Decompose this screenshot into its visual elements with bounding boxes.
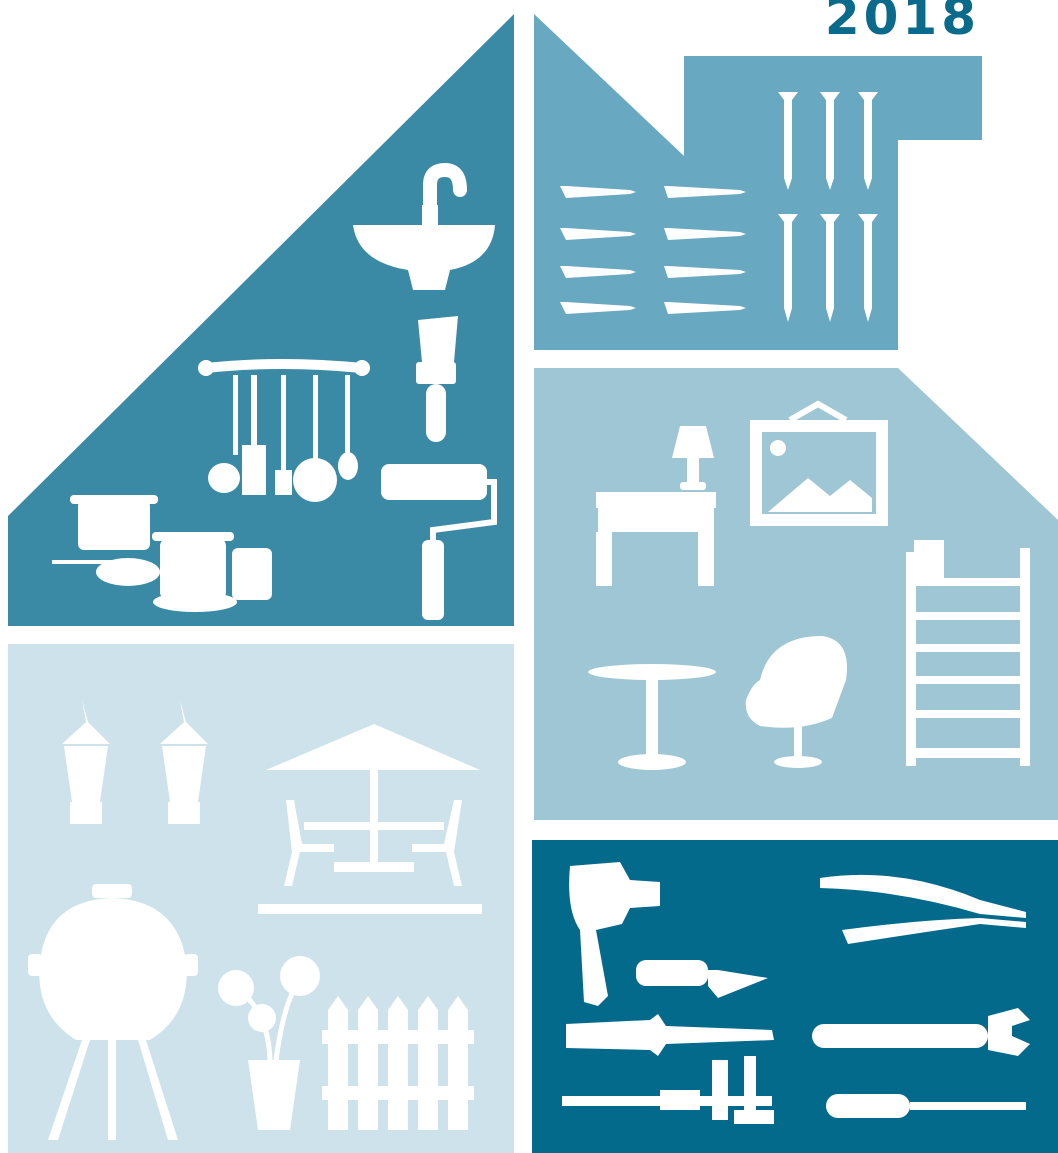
caliper-icon [562, 1056, 774, 1124]
round-table-icon [588, 664, 716, 770]
table-lamp-icon [672, 426, 714, 490]
nail-icon [778, 92, 878, 322]
trowel-icon [636, 960, 768, 998]
cookware-icon [52, 495, 272, 612]
sink-icon [353, 162, 495, 290]
utensil-rack-icon [198, 359, 370, 502]
wrench-icon [812, 1008, 1030, 1056]
bookshelf-icon [906, 540, 1030, 766]
patio-umbrella-set-icon [258, 724, 482, 914]
screw-icon [560, 186, 746, 314]
furniture-panel-shape [534, 368, 1058, 820]
lantern-icon [62, 700, 208, 824]
fence-icon [322, 996, 474, 1130]
hardware-panel [534, 14, 982, 350]
pliers-icon [820, 874, 1026, 944]
year-heading: 2018 [824, 0, 980, 46]
garden-panel [8, 644, 514, 1153]
tools-panel-shape [532, 840, 1058, 1153]
kitchen-panel [8, 14, 514, 626]
picture-frame-icon [750, 400, 888, 526]
chisel-icon [566, 1014, 774, 1056]
screwdriver-icon [826, 1094, 1026, 1118]
potted-plant-icon [218, 956, 320, 1130]
drill-icon [569, 862, 660, 1006]
hardware-panel-shape [534, 14, 982, 350]
paint-roller-icon [381, 464, 497, 620]
paint-brush-icon [416, 316, 458, 442]
tools-panel [532, 840, 1058, 1153]
furniture-panel [534, 368, 1058, 820]
grill-icon [28, 884, 198, 1140]
nightstand-icon [596, 492, 716, 586]
chair-icon [745, 636, 847, 768]
